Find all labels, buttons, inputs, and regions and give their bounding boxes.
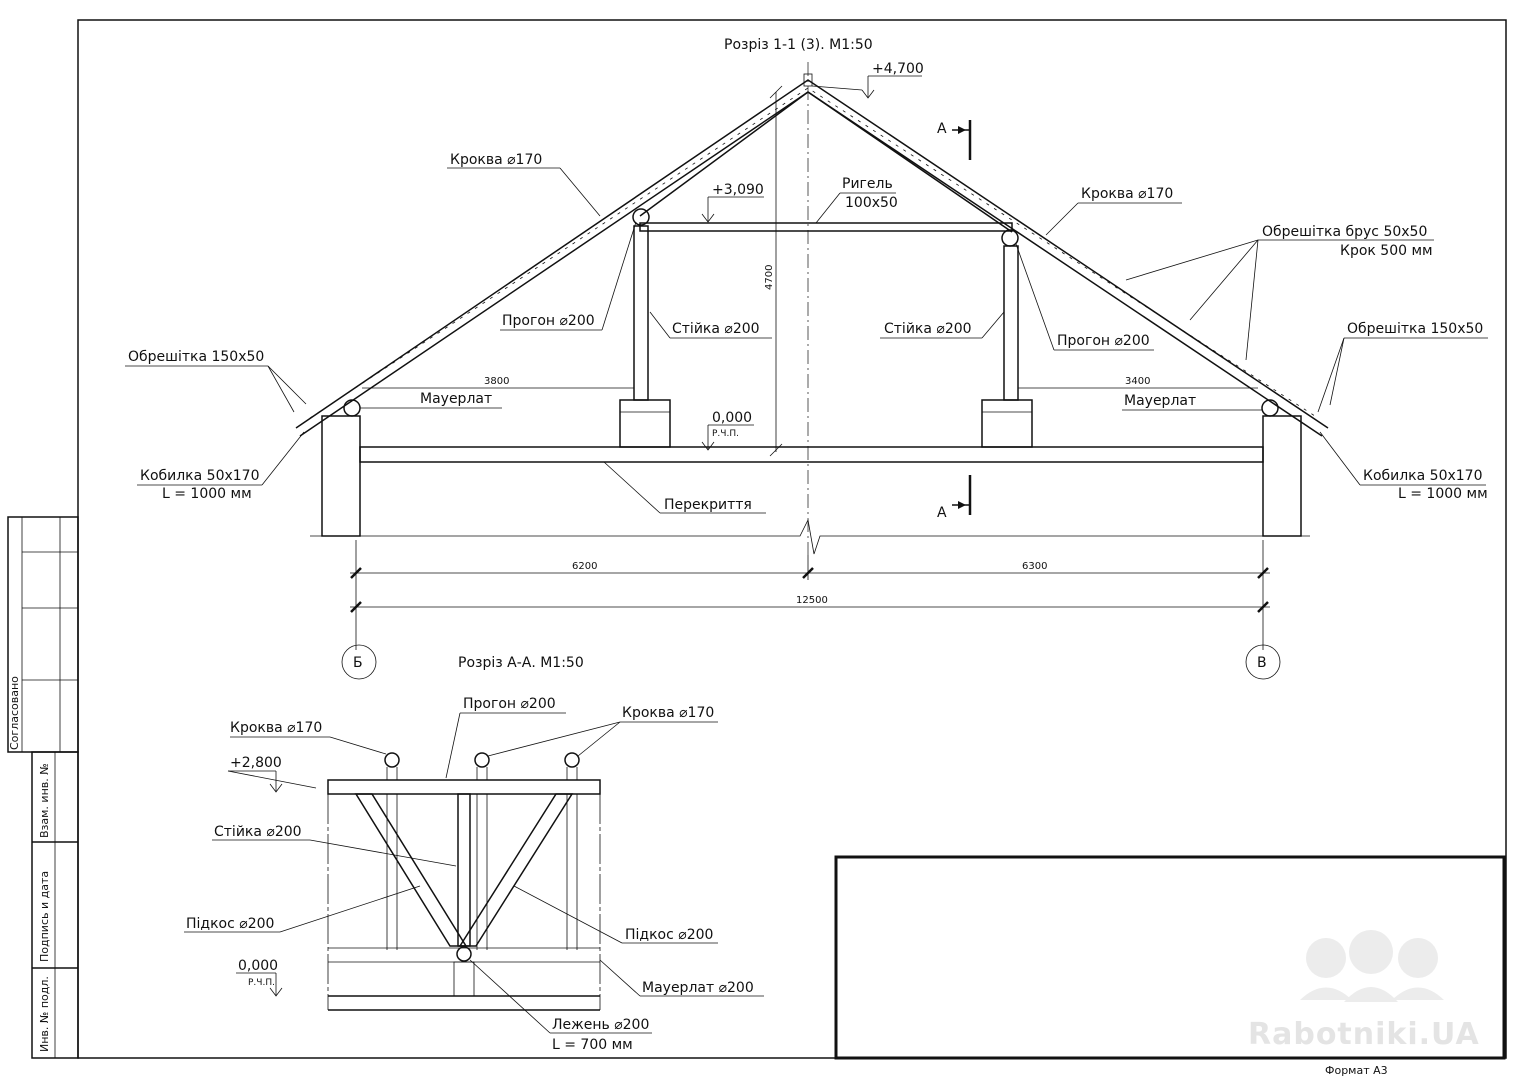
elevation-ridge: +4,700 xyxy=(811,61,924,99)
svg-text:Прогон ⌀200: Прогон ⌀200 xyxy=(1057,333,1150,349)
svg-text:+4,700: +4,700 xyxy=(872,61,924,77)
floor-slab xyxy=(359,446,1264,463)
svg-text:0,000: 0,000 xyxy=(712,410,752,426)
svg-text:12500: 12500 xyxy=(796,595,828,606)
elevation-rygel: +3,090 xyxy=(701,182,764,223)
stamp-podpis: Подпись и дата xyxy=(38,871,51,962)
svg-text:Кобилка 50х170: Кобилка 50х170 xyxy=(1363,468,1483,484)
rygel-beam xyxy=(639,222,1013,232)
leaders-section-a: Кроква ⌀170 Прогон ⌀200 Кроква ⌀170 Стій… xyxy=(184,696,764,1053)
svg-text:Мауерлат: Мауерлат xyxy=(420,391,492,407)
svg-text:Обрешітка 150х50: Обрешітка 150х50 xyxy=(1347,321,1483,337)
svg-text:4700: 4700 xyxy=(764,265,775,290)
section-mark-top: А xyxy=(937,120,972,160)
height-dimension: 4700 xyxy=(764,85,783,457)
section-mark-bottom: А xyxy=(937,475,972,521)
section-a-drawing xyxy=(327,752,601,1011)
axis-bubble-right: В xyxy=(1245,644,1281,680)
svg-text:Перекриття: Перекриття xyxy=(664,497,752,513)
svg-text:100х50: 100х50 xyxy=(845,195,898,211)
svg-text:Кобилка 50х170: Кобилка 50х170 xyxy=(140,468,260,484)
svg-text:Стійка ⌀200: Стійка ⌀200 xyxy=(214,824,302,840)
svg-text:6200: 6200 xyxy=(572,561,597,572)
stiyka-right xyxy=(1003,245,1019,401)
svg-text:+2,800: +2,800 xyxy=(230,755,282,771)
svg-text:Стійка ⌀200: Стійка ⌀200 xyxy=(672,321,760,337)
svg-text:Підкос ⌀200: Підкос ⌀200 xyxy=(625,927,713,943)
section-1-title: Розріз 1-1 (3). М1:50 xyxy=(724,37,873,53)
svg-text:6300: 6300 xyxy=(1022,561,1047,572)
stamp-soglasovano: Согласовано xyxy=(8,676,21,750)
svg-text:Кроква ⌀170: Кроква ⌀170 xyxy=(622,705,714,721)
watermark-text: Rabotniki.UA xyxy=(1248,1017,1480,1052)
format-label: Формат А3 xyxy=(1325,1064,1388,1077)
svg-text:Кроква ⌀170: Кроква ⌀170 xyxy=(1081,186,1173,202)
svg-text:Прогон ⌀200: Прогон ⌀200 xyxy=(463,696,556,712)
svg-text:L = 700 мм: L = 700 мм xyxy=(552,1037,633,1053)
watermark-logo: Rabotniki.UA xyxy=(1248,930,1480,1052)
roof-rafters xyxy=(295,73,1329,437)
sheet-frame xyxy=(77,19,1507,1059)
svg-text:Обрешітка 150х50: Обрешітка 150х50 xyxy=(128,349,264,365)
title-block xyxy=(834,855,1506,1060)
leaders-section-1: Кроква ⌀170 Кроква ⌀170 Ригель 100х50 Об… xyxy=(125,152,1488,514)
svg-text:Прогон ⌀200: Прогон ⌀200 xyxy=(502,313,595,329)
elevation-floor: 0,000 Р.Ч.П. xyxy=(701,410,754,451)
side-stamp: Согласовано Взам. инв. № Подпись и дата … xyxy=(7,516,79,1059)
svg-text:3800: 3800 xyxy=(484,376,509,387)
stiyka-left xyxy=(633,225,649,401)
svg-text:А: А xyxy=(937,505,947,521)
svg-text:Кроква ⌀170: Кроква ⌀170 xyxy=(230,720,322,736)
svg-text:Мауерлат ⌀200: Мауерлат ⌀200 xyxy=(642,980,754,996)
svg-text:L = 1000 мм: L = 1000 мм xyxy=(162,486,252,502)
wall-left xyxy=(321,415,361,537)
svg-text:+3,090: +3,090 xyxy=(712,182,764,198)
svg-text:L = 1000 мм: L = 1000 мм xyxy=(1398,486,1488,502)
svg-text:В: В xyxy=(1257,655,1267,671)
mauerlat-right xyxy=(1261,399,1279,417)
brick-pier-right xyxy=(981,399,1033,448)
svg-text:Мауерлат: Мауерлат xyxy=(1124,393,1196,409)
progon-right xyxy=(1001,229,1019,247)
wall-right xyxy=(1262,415,1302,537)
svg-text:Р.Ч.П.: Р.Ч.П. xyxy=(248,978,275,988)
axis-bubble-left: Б xyxy=(341,644,377,680)
mauerlat-left xyxy=(343,399,361,417)
sa-elevation-floor: 0,000 Р.Ч.П. xyxy=(236,958,283,997)
sa-elevation-top: +2,800 xyxy=(227,755,317,793)
svg-text:3400: 3400 xyxy=(1125,376,1150,387)
bottom-dimensions: 6200 6300 12500 xyxy=(350,540,1270,650)
section-a-title: Розріз А-А. М1:50 xyxy=(458,655,584,671)
stamp-inv: Инв. № подл. xyxy=(38,976,51,1052)
svg-text:0,000: 0,000 xyxy=(238,958,278,974)
brick-pier-left xyxy=(619,399,671,448)
svg-text:А: А xyxy=(937,121,947,137)
svg-text:Ригель: Ригель xyxy=(842,176,893,192)
svg-text:Обрешітка брус 50х50: Обрешітка брус 50х50 xyxy=(1262,224,1427,240)
svg-text:Кроква ⌀170: Кроква ⌀170 xyxy=(450,152,542,168)
svg-text:Крок 500 мм: Крок 500 мм xyxy=(1340,243,1433,259)
stamp-vzam: Взам. инв. № xyxy=(38,763,51,838)
progon-left xyxy=(632,208,650,226)
svg-text:Р.Ч.П.: Р.Ч.П. xyxy=(712,429,739,439)
ground-line xyxy=(310,518,1310,555)
svg-text:Лежень ⌀200: Лежень ⌀200 xyxy=(552,1017,649,1033)
span-dimensions: 3800 3400 xyxy=(362,376,1258,389)
svg-text:Б: Б xyxy=(353,655,363,671)
svg-text:Підкос ⌀200: Підкос ⌀200 xyxy=(186,916,274,932)
svg-text:Стійка ⌀200: Стійка ⌀200 xyxy=(884,321,972,337)
